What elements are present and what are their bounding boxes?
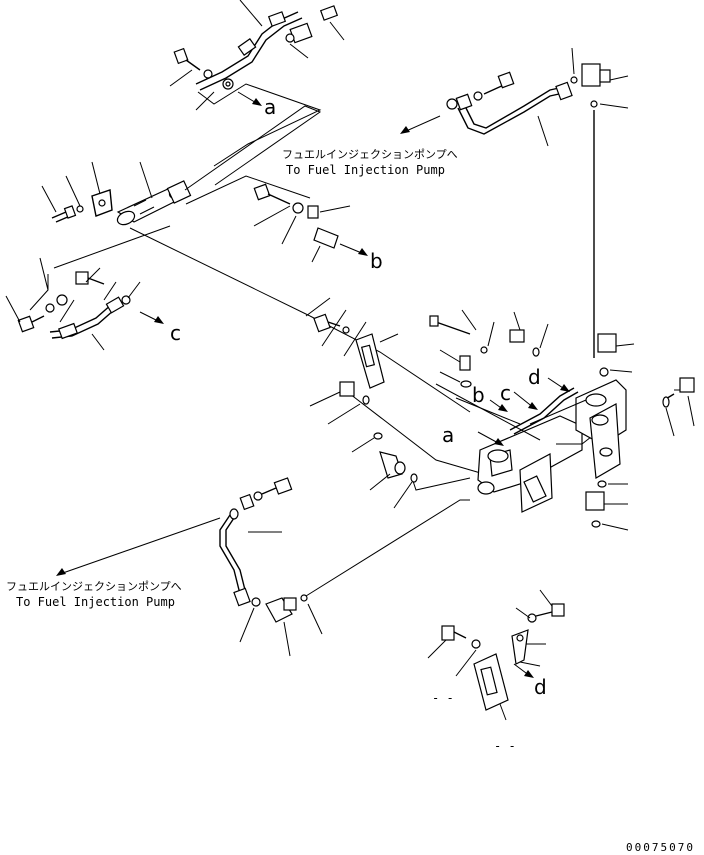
spacer-assembly (185, 175, 368, 263)
destination-label-jp: フュエルインジェクションポンプへ (282, 148, 458, 161)
fuel-filter-assembly (41, 105, 322, 226)
destination-label-en: To Fuel Injection Pump (286, 163, 445, 177)
minor-mark-b: - - (494, 739, 516, 753)
upper-right-pipe (400, 47, 629, 358)
ref-letter-c-upper: c (170, 321, 181, 345)
left-hose-assembly (5, 225, 171, 351)
left-centre-fittings (309, 381, 418, 509)
ref-letter-a-lower: a (442, 423, 454, 447)
ref-letter-c-lower: c (500, 381, 511, 405)
assembly-frame-lines (129, 227, 485, 491)
destination-label-lower: フュエルインジェクションポンプへ To Fuel Injection Pump (6, 580, 182, 609)
ref-letter-b-upper: b (370, 249, 383, 273)
valve-block-main (477, 333, 695, 531)
ref-letter-d-lower: d (534, 675, 547, 699)
upper-hose-assembly (169, 0, 345, 167)
ref-letter-a-upper: a (264, 95, 276, 119)
ref-letter-d-upper: d (528, 365, 541, 389)
drawing-number: 00075070 (626, 841, 695, 854)
minor-mark-a: - - (432, 691, 454, 705)
centre-fasteners (429, 309, 579, 446)
destination-label-jp-lower: フュエルインジェクションポンプへ (6, 580, 182, 593)
destination-label-en-lower: To Fuel Injection Pump (16, 595, 175, 609)
lower-bracket-assembly (427, 589, 565, 721)
destination-label-upper: フュエルインジェクションポンプへ To Fuel Injection Pump (282, 148, 458, 177)
mount-bracket-upper (305, 297, 399, 389)
lower-left-pipe (56, 477, 470, 657)
ref-letter-b-lower: b (472, 383, 485, 407)
